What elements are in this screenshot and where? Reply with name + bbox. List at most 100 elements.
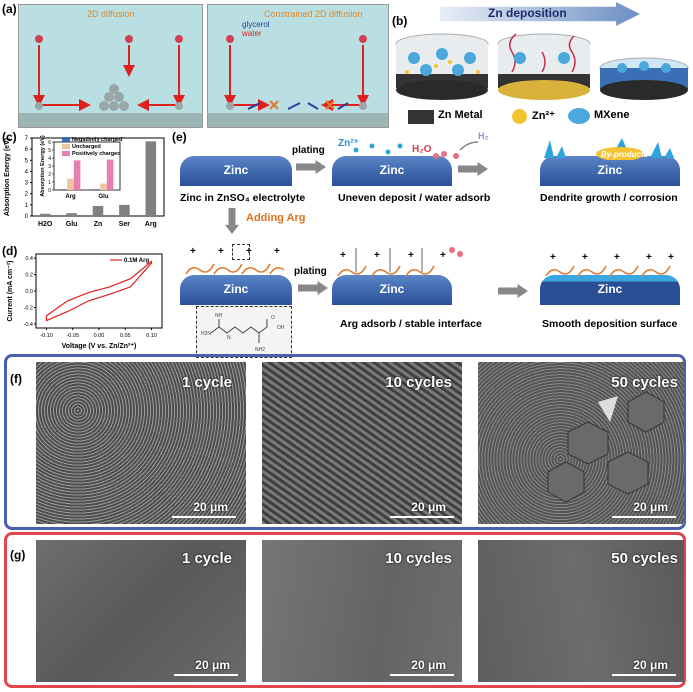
svg-text:O: O — [271, 315, 275, 321]
x-tick-label: 0.00 — [94, 333, 105, 339]
x-tick-label: 0.10 — [146, 333, 157, 339]
legend-swatch — [62, 151, 70, 156]
byproducts-label: By-products — [601, 150, 648, 159]
svg-text:+: + — [218, 246, 224, 257]
sem-g-1cycle-scale-text: 20 μm — [195, 658, 230, 672]
svg-text:OH: OH — [277, 325, 285, 331]
sem-f-10cycles-scale-bar — [390, 516, 454, 518]
adding-arg-arrow — [225, 208, 239, 234]
y-tick-label: 5 — [25, 158, 29, 164]
sem-g-50cycles-scale-text: 20 μm — [633, 658, 668, 672]
sem-f-10cycles-scale-text: 20 μm — [411, 500, 446, 514]
sem-f-50cycles-scale-bar — [612, 516, 676, 518]
svg-text:+: + — [582, 252, 588, 263]
sem-g-10cycles-label: 10 cycles — [385, 550, 452, 567]
arg-structure-icon: H2NNHNOOHNH2 — [197, 307, 291, 357]
zn-deposition-diagram — [392, 28, 692, 102]
inset-y-tick-label: 4 — [48, 156, 51, 162]
x-tick-label: Arg — [145, 221, 157, 228]
sem-f-50cycles: 50 cycles 20 μm — [478, 362, 684, 524]
sem-g-50cycles-label: 50 cycles — [611, 550, 678, 567]
plating-arrow-2 — [458, 162, 488, 176]
legend-zn2-swatch — [512, 109, 527, 124]
y-tick-label: 7 — [25, 136, 29, 142]
sem-f-50cycles-label: 50 cycles — [611, 374, 678, 391]
x-tick-label: H2O — [38, 221, 53, 228]
sem-g-1cycle-scale-bar — [174, 674, 238, 676]
caption-4: Arg adsorb / stable interface — [340, 318, 482, 330]
legend-swatch — [62, 137, 70, 142]
diffusion-diagram-left — [19, 5, 202, 127]
inset-x-tick-label: Glu — [99, 194, 109, 200]
cylinder-1 — [396, 34, 488, 100]
sem-g-1cycle-label: 1 cycle — [182, 550, 232, 567]
x-tick-label: -0.10 — [40, 333, 53, 339]
y-axis-label: Absorption Energy (eV) — [4, 138, 11, 216]
bar — [119, 205, 130, 216]
inset-bar — [107, 160, 114, 190]
inset-y-tick-label: 3 — [48, 164, 51, 170]
zinc-electrode-5: Zinc — [332, 275, 452, 305]
molecule-zoom-box — [232, 244, 250, 260]
arg-molecule-zoom: H2NNHNOOHNH2 — [196, 306, 292, 358]
inset-y-tick-label: 2 — [48, 172, 51, 178]
x-tick-label: Zn — [94, 221, 103, 228]
zn-deposition-text: Zn deposition — [488, 6, 567, 20]
legend-entry: Negatively charged — [72, 137, 122, 143]
sem-g-50cycles: 50 cycles 20 μm — [478, 540, 684, 682]
inset-bar — [67, 179, 74, 190]
legend-entry: Positively charged — [72, 151, 121, 157]
zinc-electrode-6: Zinc — [540, 275, 680, 305]
y-tick-label: 4 — [25, 169, 29, 175]
caption-5: Smooth deposition surface — [542, 318, 677, 330]
adding-arg-label: Adding Arg — [246, 212, 305, 224]
inset-y-tick-label: 5 — [48, 148, 51, 154]
y-tick-label: -0.4 — [24, 322, 33, 328]
sem-f-1cycle-scale-bar — [172, 516, 236, 518]
bar — [146, 141, 157, 216]
sem-g-10cycles-scale-text: 20 μm — [411, 658, 446, 672]
y-tick-label: 0 — [25, 214, 29, 220]
sem-f-1cycle-scale-text: 20 μm — [193, 500, 228, 514]
svg-text:+: + — [274, 246, 280, 257]
svg-text:+: + — [668, 252, 674, 263]
sem-f-1cycle: 1 cycle 20 μm — [36, 362, 246, 524]
svg-text:+: + — [340, 250, 346, 261]
y-axis-label: Current (mA cm⁻²) — [7, 261, 14, 322]
cv-loop — [47, 261, 152, 320]
y-tick-label: 0.0 — [25, 289, 33, 295]
inset-y-tick-label: 6 — [48, 140, 51, 146]
y-tick-label: 0.4 — [25, 256, 33, 262]
arg-molecules-3: + + + + + — [540, 252, 680, 278]
panel-a-left: 2D diffusion — [18, 4, 203, 128]
svg-text:+: + — [614, 252, 620, 263]
inset-bar — [61, 189, 68, 190]
sem-f-50cycles-scale-text: 20 μm — [633, 500, 668, 514]
legend-mxene-swatch — [568, 108, 590, 124]
plating-arrow-1 — [296, 160, 326, 174]
bar — [66, 213, 77, 216]
zinc-electrode-3: Zinc — [540, 156, 680, 186]
svg-text:+: + — [550, 252, 556, 263]
cylinder-2 — [498, 34, 590, 100]
x-tick-label: 0.05 — [120, 333, 131, 339]
y-tick-label: 1 — [25, 203, 29, 209]
zinc-electrode-2: Zinc — [332, 156, 452, 186]
legend-mxene: MXene — [594, 109, 629, 121]
legend-zn-metal-swatch — [408, 110, 434, 124]
y-tick-label: 3 — [25, 181, 29, 187]
svg-text:+: + — [408, 250, 414, 261]
y-tick-label: 6 — [25, 147, 29, 153]
svg-text:+: + — [646, 252, 652, 263]
diffusion-diagram-right — [208, 5, 388, 127]
panel-f-label: (f) — [10, 372, 22, 386]
sem-g-10cycles: 10 cycles 20 μm — [262, 540, 462, 682]
sem-f-10cycles-label: 10 cycles — [385, 374, 452, 391]
svg-text:NH: NH — [215, 313, 223, 319]
zinc-electrode-1: Zinc — [180, 156, 292, 186]
sem-g-10cycles-scale-bar — [390, 674, 454, 676]
legend-entry: 0.1M Arg — [124, 258, 149, 264]
panel-g-label: (g) — [10, 548, 25, 562]
panel-b-label: (b) — [392, 14, 407, 28]
